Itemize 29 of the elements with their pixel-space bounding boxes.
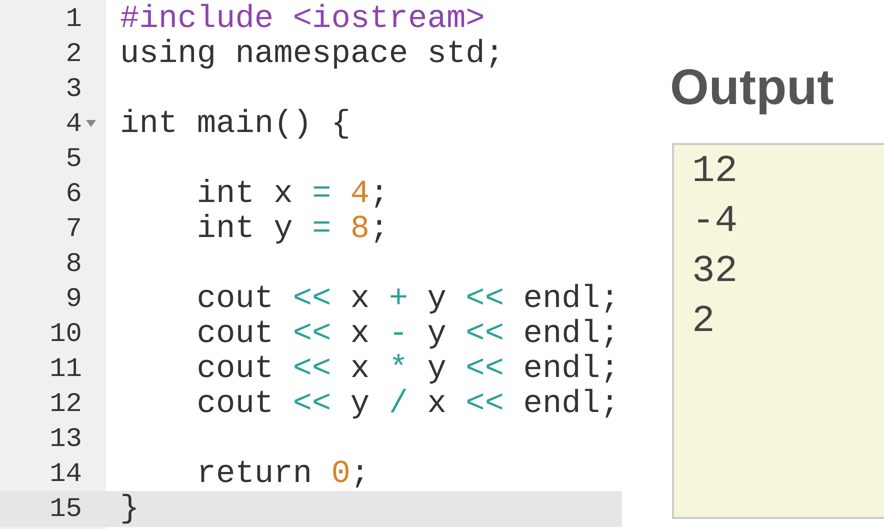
code-line: int x = 4;: [196, 176, 389, 211]
line-number: 5: [64, 144, 82, 177]
output-text: 12 -4 32 2: [692, 149, 739, 345]
output-panel: [672, 143, 884, 519]
line-number: 1: [64, 4, 82, 37]
line-number: 7: [64, 214, 82, 247]
line-number: 10: [48, 319, 82, 352]
line-number: 15: [48, 494, 82, 527]
code-line: }: [120, 491, 140, 526]
code-line: int main() {: [120, 106, 350, 141]
line-number: 12: [48, 389, 82, 422]
line-number: 6: [64, 179, 82, 212]
line-number: 3: [64, 74, 82, 107]
line-number: 11: [48, 354, 82, 387]
line-number: 4: [64, 109, 82, 142]
line-number: 9: [64, 284, 82, 317]
code-line: #include <iostream>: [120, 1, 485, 36]
line-number: 13: [48, 424, 82, 457]
code-line: int y = 8;: [196, 211, 389, 246]
output-heading: Output: [670, 58, 834, 116]
code-line: using namespace std;: [120, 36, 504, 71]
code-line: return 0;: [196, 456, 370, 491]
code-line: cout << x * y << endl;: [196, 351, 620, 386]
line-number: 14: [48, 459, 82, 492]
code-line: cout << y / x << endl;: [196, 386, 620, 421]
line-number: 2: [64, 39, 82, 72]
code-line: cout << x - y << endl;: [196, 316, 620, 351]
line-number: 8: [64, 249, 82, 282]
code-line: cout << x + y << endl;: [196, 281, 620, 316]
